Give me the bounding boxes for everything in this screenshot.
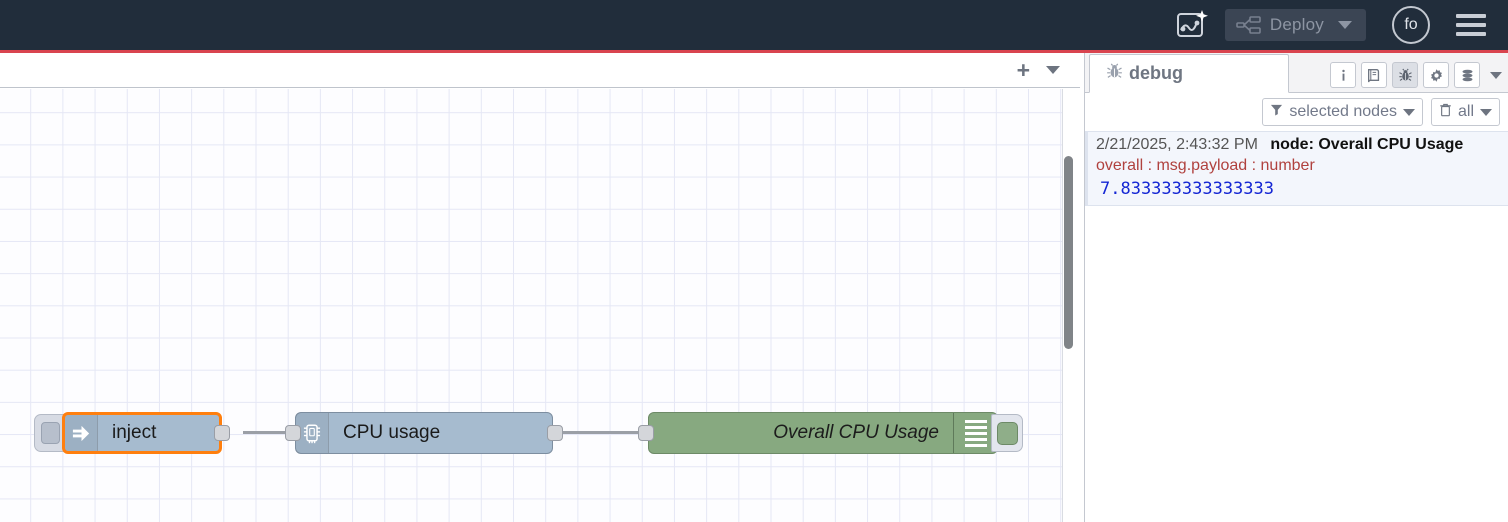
node-overall-cpu-usage[interactable]: Overall CPU Usage — [638, 412, 1023, 454]
inject-trigger-button[interactable] — [34, 414, 66, 452]
clear-filter-button[interactable]: all — [1430, 98, 1500, 126]
debug-filterbar: selected nodes all — [1085, 93, 1508, 131]
node-overall-cpu-usage-body[interactable]: Overall CPU Usage — [638, 412, 1023, 454]
node-label: CPU usage — [343, 422, 441, 443]
deploy-icon — [1235, 15, 1263, 35]
flow-tabbar: + — [0, 53, 1080, 88]
wire-cpu-to-debug — [552, 431, 648, 434]
flow-sparkle-icon[interactable] — [1169, 6, 1211, 44]
debug-bug-icon[interactable] — [1392, 62, 1418, 88]
avatar-initials: fo — [1404, 16, 1418, 33]
node-output-port[interactable] — [214, 425, 230, 441]
node-inject[interactable]: inject — [34, 412, 230, 454]
debug-message-timestamp: 2/21/2025, 2:43:32 PM — [1096, 136, 1258, 153]
debug-message-source-node[interactable]: node: Overall CPU Usage — [1270, 136, 1464, 153]
node-cpu-usage-body[interactable]: CPU usage — [285, 412, 563, 454]
avatar[interactable]: fo — [1392, 6, 1430, 44]
hamburger-menu-icon[interactable] — [1456, 14, 1486, 36]
context-data-icon[interactable] — [1454, 62, 1480, 88]
help-book-icon[interactable] — [1361, 62, 1387, 88]
deploy-label: Deploy — [1269, 15, 1324, 34]
sidebar-tools-chevron-down-icon[interactable] — [1490, 71, 1502, 79]
node-cpu-usage[interactable]: CPU usage — [285, 412, 563, 454]
trash-icon — [1439, 103, 1452, 122]
node-filter-label: selected nodes — [1289, 103, 1397, 120]
chevron-down-icon[interactable] — [1480, 108, 1492, 116]
debug-message-list[interactable]: 2/21/2025, 2:43:32 PM node: Overall CPU … — [1085, 131, 1508, 206]
debug-message-value: 7.833333333333333 — [1100, 179, 1274, 199]
flow-list-chevron-down-icon[interactable] — [1046, 66, 1060, 74]
clear-filter-label: all — [1457, 103, 1474, 120]
header-accent-line — [0, 50, 1508, 53]
node-label: inject — [112, 422, 157, 443]
inject-trigger-inner — [40, 422, 60, 444]
config-gear-icon[interactable] — [1423, 62, 1449, 88]
microchip-icon — [296, 413, 329, 453]
info-icon[interactable] — [1330, 62, 1356, 88]
node-input-port[interactable] — [285, 425, 301, 441]
wire-inject-to-cpu — [243, 431, 295, 434]
canvas-scrollbar-thumb[interactable] — [1064, 156, 1073, 349]
workspace: + inject — [0, 53, 1080, 522]
node-filter-button[interactable]: selected nodes — [1262, 98, 1423, 126]
funnel-icon — [1270, 103, 1283, 121]
tab-debug-label: debug — [1129, 63, 1183, 83]
chevron-down-icon[interactable] — [1402, 108, 1415, 116]
inject-arrow-icon — [65, 415, 98, 451]
flow-canvas[interactable]: inject — [0, 89, 1062, 522]
node-label: Overall CPU Usage — [773, 422, 939, 443]
node-inject-body[interactable]: inject — [62, 412, 230, 454]
chevron-down-icon[interactable] — [1338, 21, 1352, 29]
node-input-port[interactable] — [638, 425, 654, 441]
node-output-port[interactable] — [547, 425, 563, 441]
debug-message-topic: overall : msg.payload : number — [1096, 157, 1315, 174]
app-header: Deploy fo — [0, 0, 1508, 50]
debug-enable-toggle[interactable] — [991, 414, 1023, 452]
deploy-button[interactable]: Deploy — [1224, 9, 1366, 41]
sidebar-tools — [1330, 62, 1508, 92]
tab-debug[interactable]: debug — [1089, 54, 1289, 93]
debug-lines-icon — [953, 413, 997, 453]
bug-icon — [1106, 62, 1123, 85]
debug-message-header: 2/21/2025, 2:43:32 PM node: Overall CPU … — [1096, 136, 1502, 154]
debug-enable-toggle-inner — [996, 421, 1018, 445]
sidebar-header: debug — [1085, 53, 1508, 93]
debug-message[interactable]: 2/21/2025, 2:43:32 PM node: Overall CPU … — [1085, 131, 1508, 206]
sidebar: debug — [1084, 53, 1508, 522]
add-flow-button[interactable]: + — [1016, 56, 1030, 83]
